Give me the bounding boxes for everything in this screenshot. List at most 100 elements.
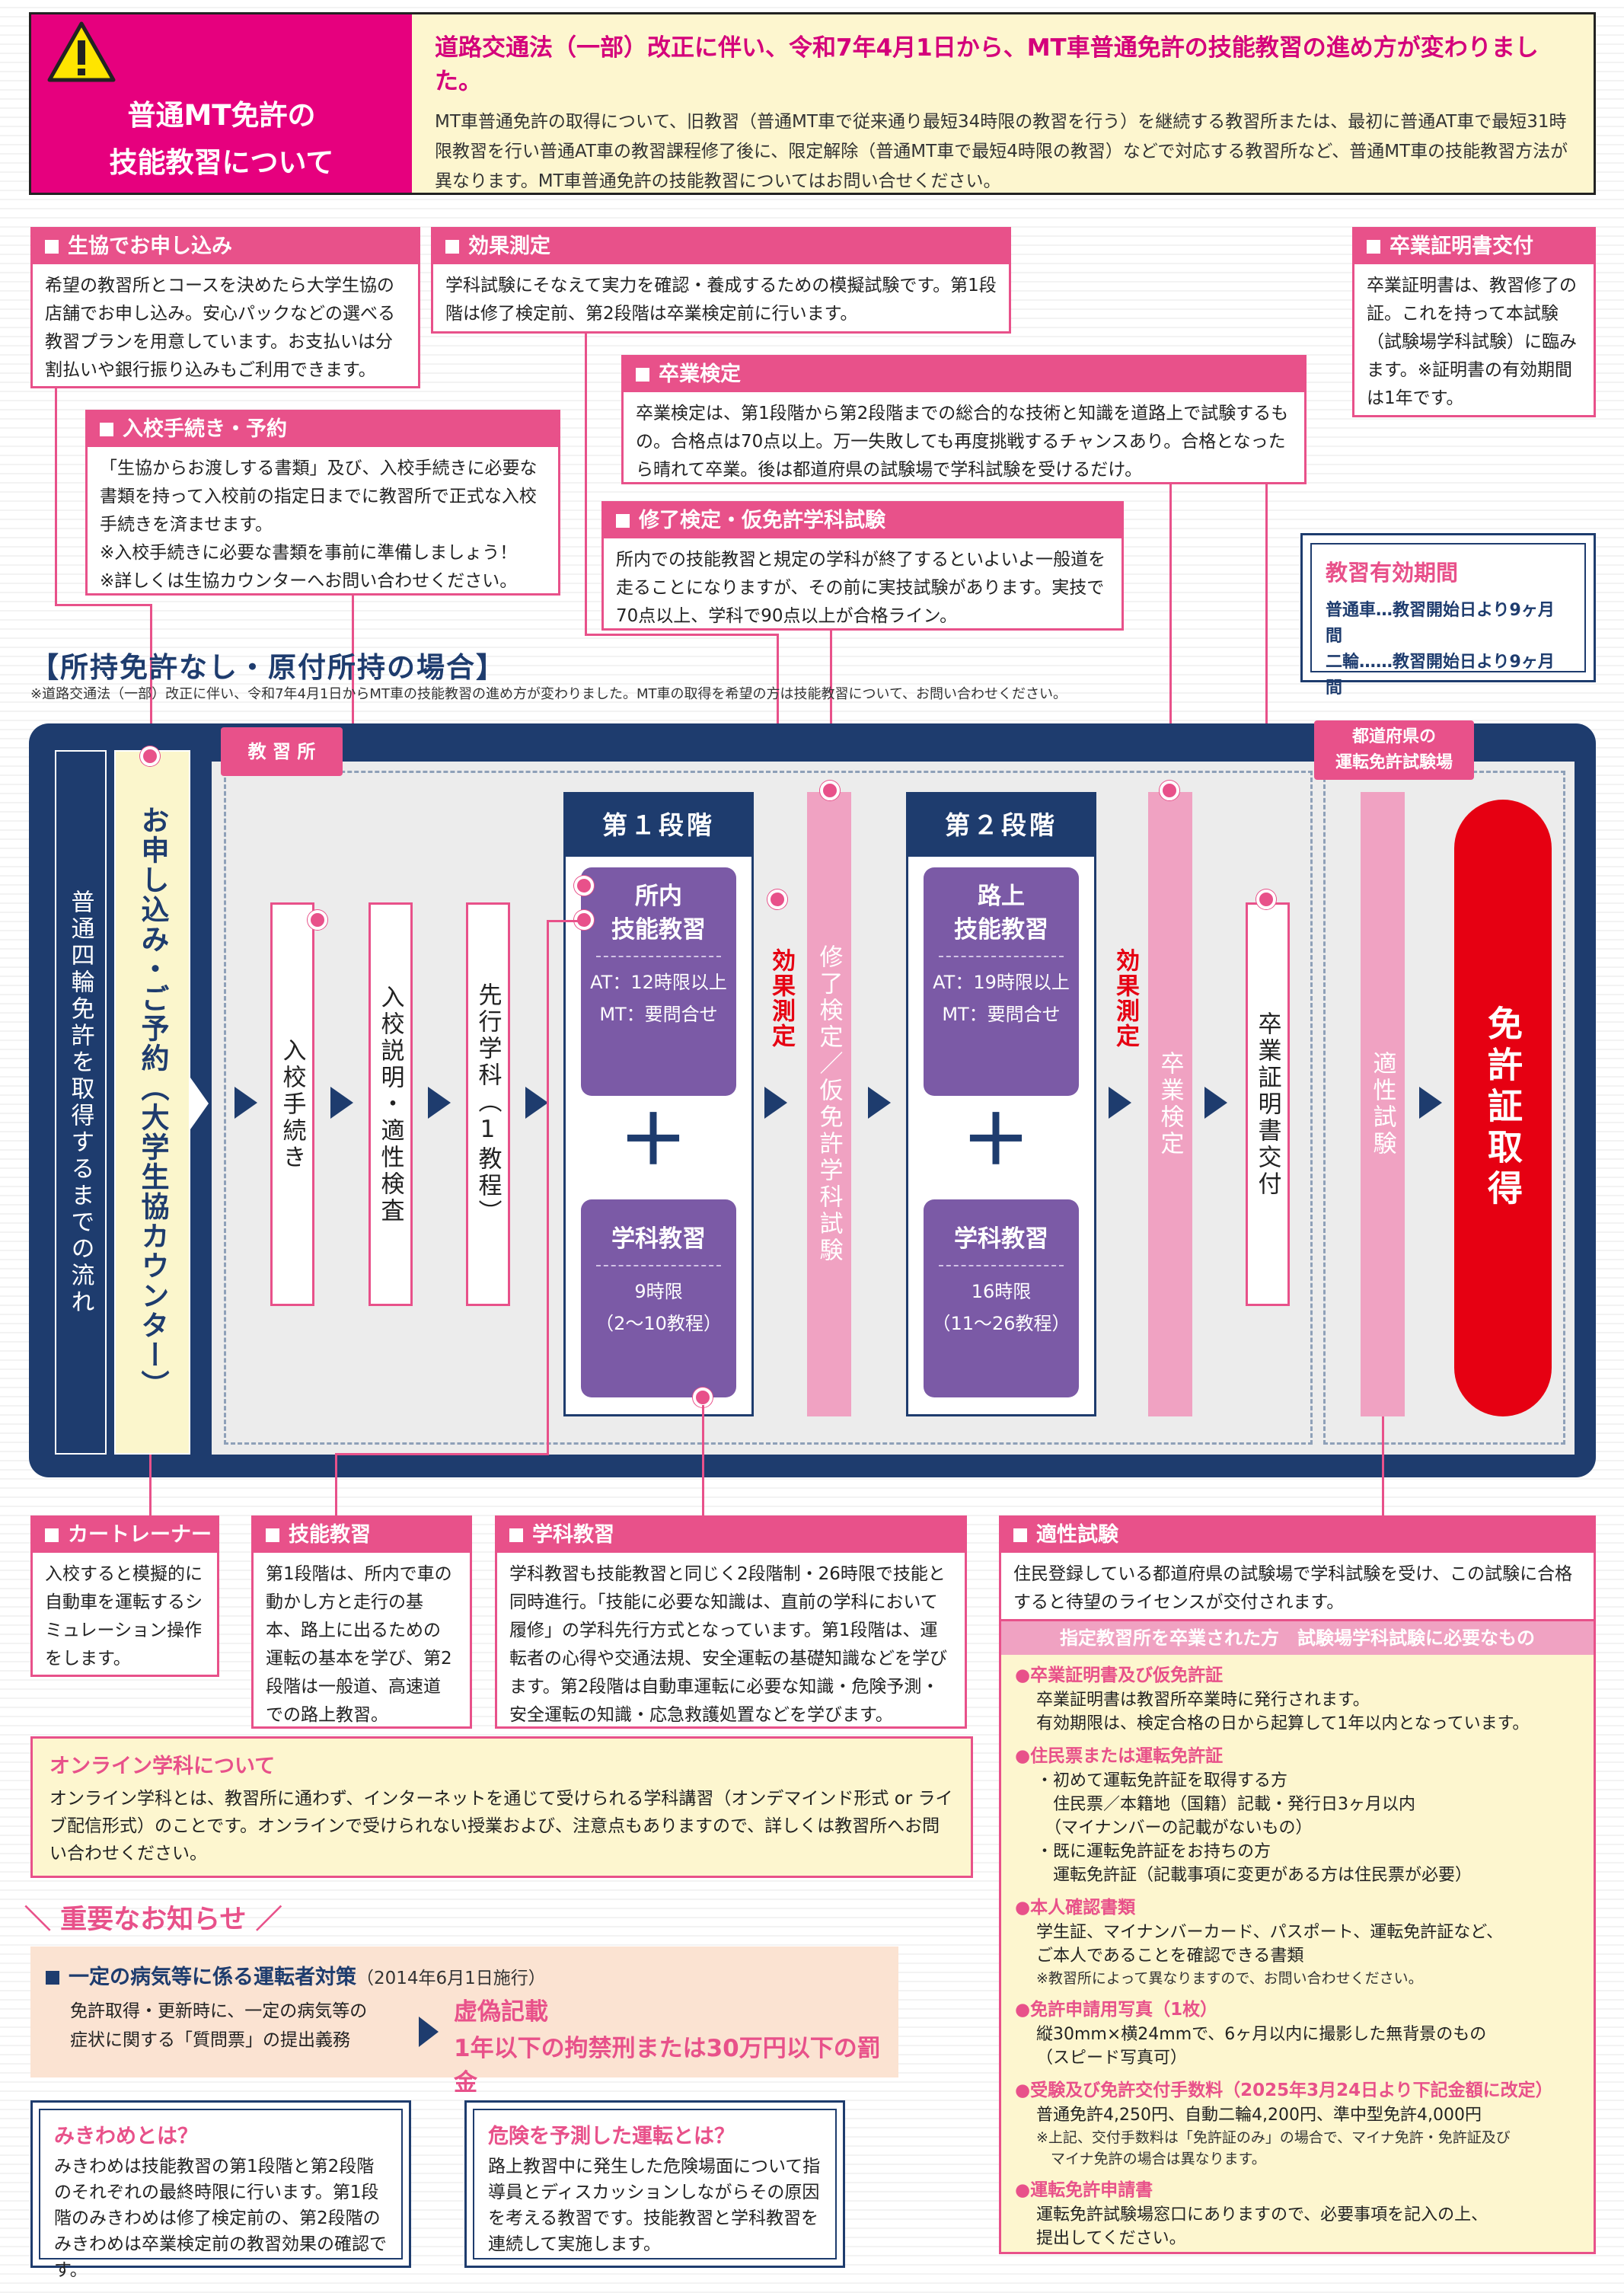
connector-line [585,634,779,636]
arrow-right-icon [1419,1087,1442,1119]
notice-content: 道路交通法（一部）改正に伴い、令和7年4月1日から、MT車普通免許の技能教習の進… [412,14,1594,193]
important-penalty-heading: 虚偽記載 [454,1998,548,2026]
arrow-right-icon [419,2017,439,2047]
section-note: ※道路交通法（一部）改正に伴い、令和7年4月1日からMT車の技能教習の進め方が変… [30,686,1067,702]
arrow-right-icon [1109,1087,1131,1119]
box-car-trainer-title: カートレーナー [68,1523,212,1547]
box-completion: 修了検定・仮免許学科試験 所内での技能教習と規定の学科が終了するといよいよ一般道… [601,501,1124,631]
box-apply: 生協でお申し込み 希望の教習所とコースを決めたら大学生協の店舗でお申し込み。安心… [30,227,420,388]
notice-title-panel: 普通MT免許の 技能教習について [31,14,412,193]
connector-line [335,1453,549,1455]
mt-notice: 普通MT免許の 技能教習について 道路交通法（一部）改正に伴い、令和7年4月1日… [29,12,1596,195]
online-study-box: オンライン学科について オンライン学科とは、教習所に通わず、インターネットを通じ… [30,1736,973,1878]
enroll-step: 入校手続き [270,902,314,1306]
arrow-right-icon [1204,1087,1227,1119]
box-graduation-body: 卒業検定は、第1段階から第2段階までの総合的な技術と知識を道路上で試験するもの。… [636,404,1289,480]
stage-2-skill-box: 路上 技能教習 AT：19時限以上 MT：要問合せ [924,867,1079,1096]
box-certificate-body: 卒業証明書は、教習修了の証。これを持って本試験（試験場学科試験）に臨みます。※証… [1367,276,1577,408]
requirement-item: ●免許申請用写真（1枚） 縦30mm×横24mmで、6ヶ月以内に撮影した無背景の… [1015,2000,1487,2068]
important-item-date: （2014年6月1日施行） [356,1969,546,1988]
box-certificate: 卒業証明書交付 卒業証明書は、教習修了の証。これを持って本試験（試験場学科試験）… [1352,227,1596,417]
box-effect: 効果測定 学科試験にそなえて実力を確認・養成するための模擬試験です。第1段階は修… [431,227,1011,334]
arrow-right-icon [235,1087,257,1119]
important-left-text: 免許取得・更新時に、一定の病気等の 症状に関する「質問票」の提出義務 [70,2001,368,2050]
plus-icon: ＋ [962,1100,1030,1180]
danger-prediction-title: 危険を予測した運転とは？ [488,2125,735,2148]
stage-2-title: 第２段階 [908,794,1094,857]
school-tag: 教 習 所 [221,727,343,776]
effect-test-2: 効果測定 [1112,948,1139,1049]
box-completion-title: 修了検定・仮免許学科試験 [639,509,885,532]
box-graduation: 卒業検定 卒業検定は、第1段階から第2段階までの総合的な技術と知識を道路上で試験… [621,355,1307,484]
connector-dot [140,746,160,766]
box-apply-body: 希望の教習所とコースを決めたら大学生協の店舗でお申し込み。安心パックなどの選べる… [45,276,395,380]
connector-line [1265,414,1268,894]
box-aptitude-title: 適性試験 [1036,1523,1118,1547]
important-notice-box: 一定の病気等に係る運転者対策（2014年6月1日施行） 免許取得・更新時に、一定… [30,1946,898,2097]
arrow-right-icon [868,1087,891,1119]
arrow-right-icon [764,1087,787,1119]
completion-exam-step: 修了検定／仮免許学科試験 [807,792,851,1416]
orientation-step: 入校説明・適性検査 [369,902,413,1306]
connector-line [830,626,832,792]
connector-line [547,920,583,922]
stage-1-study-box: 学科教習 9時限 （2〜10教程） [581,1199,736,1397]
school-area [224,771,1313,1445]
connector-dot [308,910,327,930]
connector-line [1382,1416,1384,1515]
connector-dot [767,889,787,909]
box-aptitude: 適性試験 住民登録している都道府県の試験場で学科試験を受け、この試験に合格すると… [999,1515,1596,1622]
connector-line [149,1455,152,1515]
requirements-box: 指定教習所を卒業された方 試験場学科試験に必要なもの ●卒業証明書及び仮免許証 … [999,1619,1596,2254]
validity-title: 教習有効期間 [1326,560,1459,586]
box-effect-title: 効果測定 [468,235,550,258]
arrow-right-icon [428,1087,451,1119]
validity-row: 二輪……教習開始日より9ヶ月間 [1326,653,1555,698]
plus-icon: ＋ [619,1100,688,1180]
box-skill-training: 技能教習 第1段階は、所内で車の動かし方と走行の基本、路上に出るための運転の基本… [251,1515,472,1729]
aptitude-test-step: 適性試験 [1361,792,1405,1416]
requirement-item: ●卒業証明書及び仮免許証 卒業証明書は教習所卒業時に発行されます。 有効期限は、… [1015,1665,1530,1733]
box-graduation-title: 卒業検定 [659,362,741,386]
box-completion-body: 所内での技能教習と規定の学科が終了するといよいよ一般道を走ることになりますが、そ… [616,550,1106,626]
box-study-training-body: 学科教習も技能教習と同じく2段階制・26時限で技能と同時進行。「技能に必要な知識… [509,1564,947,1725]
connector-dot [820,781,840,800]
section-title: 【所持免許なし・原付所持の場合】 [30,651,506,684]
box-enroll: 入校手続き・予約 「生協からお渡しする書類」及び、入校手続きに必要な書類を持って… [85,410,560,596]
requirement-item: ●運転免許申請書 運転免許試験場窓口にありますので、必要事項を記入の上、 提出し… [1015,2180,1488,2248]
stage-1-skill-box: 所内 技能教習 AT：12時限以上 MT：要問合せ [581,867,736,1096]
danger-prediction-body: 路上教習中に発生した危険場面について指導員とディスカッションしながらその原因を考… [488,2157,821,2254]
requirements-header: 指定教習所を卒業された方 試験場学科試験に必要なもの [1001,1621,1594,1655]
connector-line [335,1453,337,1515]
connector-dot [693,1388,713,1407]
danger-prediction-box: 危険を予測した運転とは？ 路上教習中に発生した危険場面について指導員とディスカッ… [464,2100,845,2268]
box-study-training: 学科教習 学科教習も技能教習と同じく2段階制・26時限で技能と同時進行。「技能に… [495,1515,967,1729]
box-apply-title: 生協でお申し込み [68,235,232,258]
connector-line [702,1405,704,1515]
arrow-right-icon [190,1078,209,1129]
important-penalty-text: 1年以下の拘禁刑または30万円以下の罰金 [454,2035,881,2097]
box-enroll-body: 「生協からお渡しする書類」及び、入校手続きに必要な書類を持って入校前の指定日まで… [100,458,538,591]
graduation-exam-step: 卒業検定 [1148,792,1192,1416]
overall-flow-label: 普通四輪免許を取得するまでの流れ [55,750,107,1455]
stage-2: 第２段階 路上 技能教習 AT：19時限以上 MT：要問合せ ＋ 学科教習 16… [906,792,1096,1416]
important-notice-title: ＼ 重要なお知らせ ／ [24,1905,282,1935]
connector-dot [1160,781,1179,800]
connector-line [547,921,549,1455]
box-enroll-title: 入校手続き・予約 [123,417,287,441]
connector-dot [1256,889,1276,909]
validity-row: 普通車…教習開始日より9ヶ月間 [1326,601,1555,646]
mikiwame-body: みきわめは技能教習の第1段階と第2段階のそれぞれの最終時限に行います。第1段階の… [54,2157,387,2280]
stage-2-study-box: 学科教習 16時限 （11〜26教程） [924,1199,1079,1397]
connector-line [585,324,587,635]
box-aptitude-body: 住民登録している都道府県の試験場で学科試験を受け、この試験に合格すると待望のライ… [1013,1564,1573,1612]
effect-test-1: 効果測定 [767,948,795,1049]
stage-1: 第１段階 所内 技能教習 AT：12時限以上 MT：要問合せ ＋ 学科教習 9時… [563,792,754,1416]
requirement-item: ●本人確認書類 学生証、マイナンバーカード、パスポート、運転免許証など、 ご本人… [1015,1898,1504,1987]
warning-icon [47,21,116,82]
connector-line [150,604,152,756]
box-study-training-title: 学科教習 [532,1523,614,1547]
certificate-step: 卒業証明書交付 [1246,902,1290,1306]
online-study-body: オンライン学科とは、教習所に通わず、インターネットを通じて受けられる学科講習（オ… [49,1789,953,1863]
requirement-item: ●受験及び免許交付手数料（2025年3月24日より下記金額に改定） 普通免許4,… [1015,2081,1553,2167]
